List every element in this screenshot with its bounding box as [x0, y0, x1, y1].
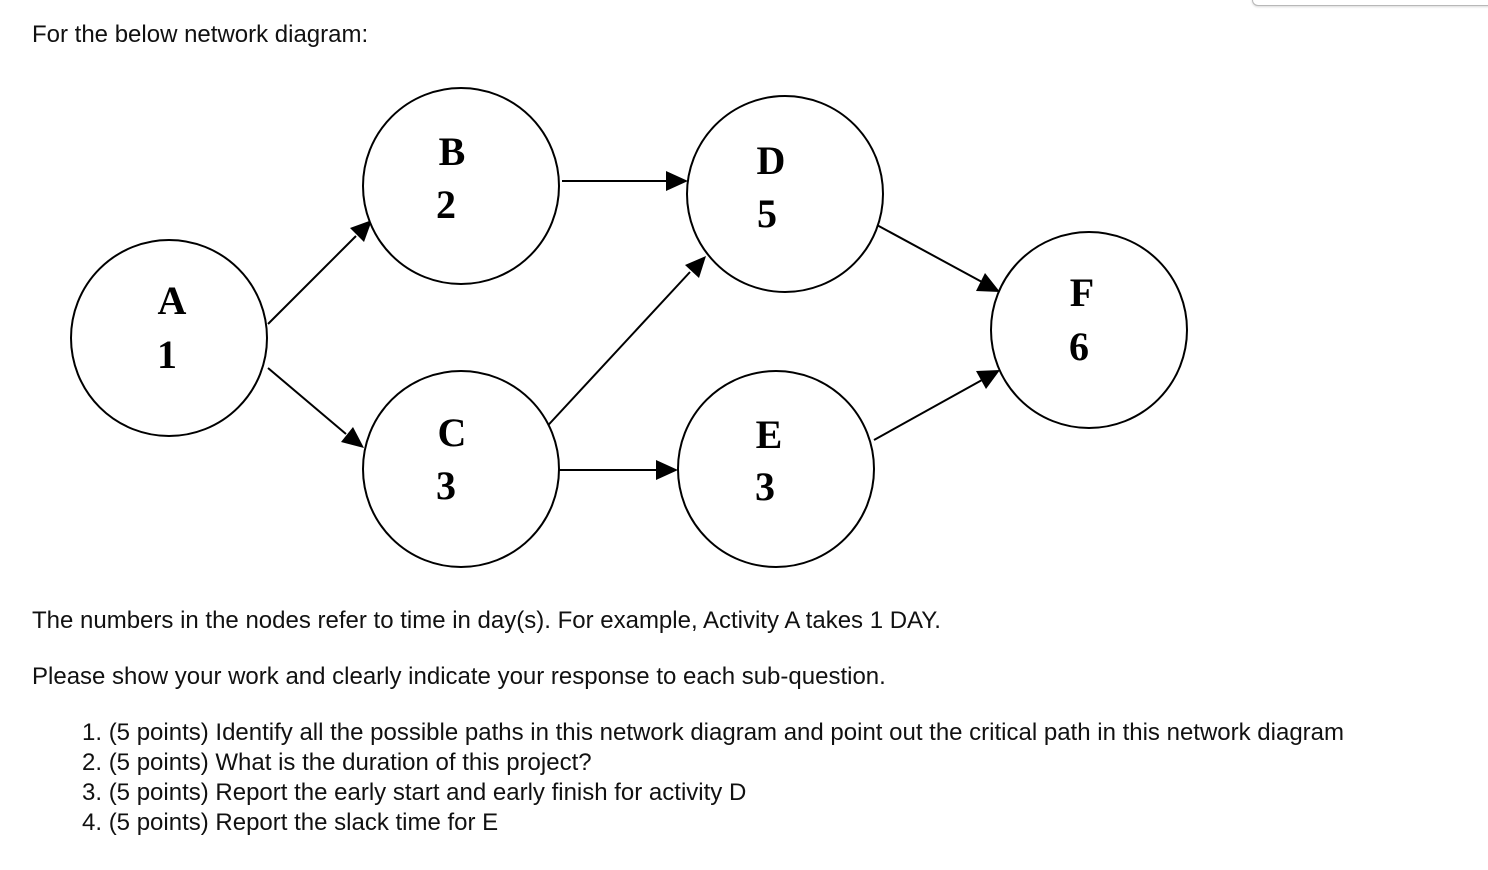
- question-text: (5 points) What is the duration of this …: [108, 749, 592, 776]
- node-b-label: B: [439, 129, 466, 174]
- node-f: F 6: [990, 231, 1188, 429]
- question-item: 3. (5 points) Report the early start and…: [82, 778, 1344, 808]
- node-c-duration: 3: [436, 463, 456, 508]
- question-number: 4.: [82, 809, 103, 836]
- node-c-label: C: [438, 410, 467, 455]
- network-diagram: A 1 B 2 C 3 D 5 E 3 F 6: [70, 87, 1188, 568]
- node-b: B 2: [362, 87, 560, 285]
- edge-c-to-d: [539, 256, 706, 435]
- question-text: (5 points) Report the slack time for E: [108, 809, 499, 836]
- node-e-label: E: [756, 412, 783, 457]
- edge-b-to-d: [562, 171, 688, 191]
- question-item: 1. (5 points) Identify all the possible …: [82, 718, 1344, 748]
- node-a: A 1: [70, 239, 268, 437]
- node-d-label: D: [757, 138, 786, 183]
- edge-e-to-f: [873, 370, 1000, 441]
- node-b-duration: 2: [436, 182, 456, 227]
- question-text: (5 points) Identify all the possible pat…: [108, 719, 1345, 746]
- edge-c-to-e: [550, 460, 678, 480]
- node-f-duration: 6: [1069, 324, 1089, 369]
- question-number: 1.: [82, 719, 103, 746]
- edge-d-to-f: [863, 217, 1000, 292]
- node-a-duration: 1: [157, 332, 177, 377]
- question-number: 3.: [82, 779, 103, 806]
- diagram-edges: [267, 171, 1000, 480]
- node-e: E 3: [677, 370, 875, 568]
- node-c: C 3: [362, 370, 560, 568]
- edge-a-to-b: [267, 220, 372, 325]
- question-item: 2. (5 points) What is the duration of th…: [82, 748, 1344, 778]
- node-time-explanation: The numbers in the nodes refer to time i…: [32, 607, 941, 634]
- work-instructions: Please show your work and clearly indica…: [32, 663, 886, 690]
- node-d-duration: 5: [757, 191, 777, 236]
- question-item: 4. (5 points) Report the slack time for …: [82, 808, 1344, 838]
- window-corner-frame: [1252, 0, 1488, 6]
- edge-a-to-c: [267, 367, 364, 448]
- question-number: 2.: [82, 749, 103, 776]
- node-f-label: F: [1070, 270, 1094, 315]
- question-text: (5 points) Report the early start and ea…: [108, 779, 747, 806]
- intro-text: For the below network diagram:: [32, 21, 369, 48]
- question-list: 1. (5 points) Identify all the possible …: [82, 718, 1344, 838]
- node-e-duration: 3: [755, 464, 775, 509]
- node-d: D 5: [686, 95, 884, 293]
- node-a-label: A: [158, 278, 187, 323]
